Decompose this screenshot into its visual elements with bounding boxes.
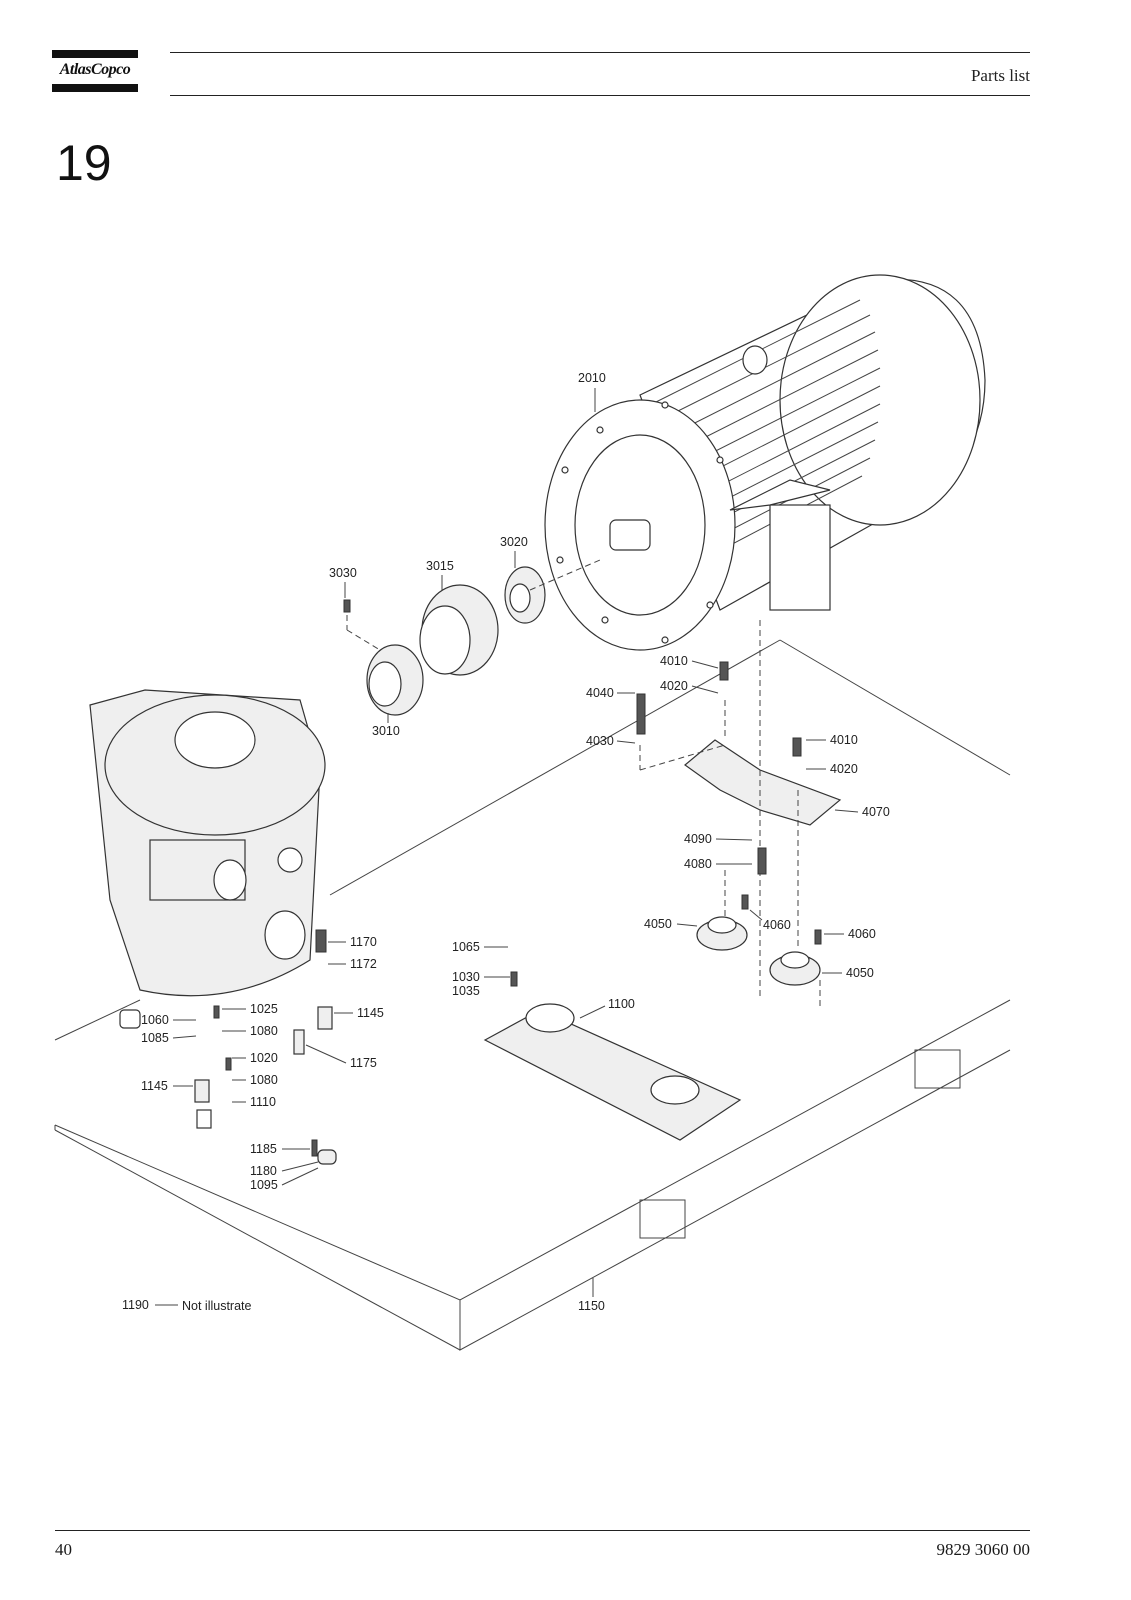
callout-1180: 1180 (250, 1164, 277, 1178)
callout-1080-b: 1080 (250, 1073, 278, 1087)
callout-2010: 2010 (578, 371, 606, 385)
callout-1085: 1085 (141, 1031, 169, 1045)
compressor-housing (89, 689, 326, 1029)
callout-labels: 2010 3020 3015 3030 3010 4010 4020 4040 … (122, 371, 890, 1313)
callout-1020: 1020 (250, 1051, 278, 1065)
header-rule-bottom (170, 95, 1030, 96)
callout-4010-b: 4010 (830, 733, 858, 747)
motor-support-bracket (639, 620, 842, 1010)
callout-1035: 1035 (452, 984, 480, 998)
callout-1100: 1100 (608, 997, 635, 1011)
callout-1185: 1185 (250, 1142, 277, 1156)
motor-2010 (544, 274, 986, 651)
callout-4060-a: 4060 (763, 918, 791, 932)
callout-4020-b: 4020 (830, 762, 858, 776)
callout-3020: 3020 (500, 535, 528, 549)
damper-bracket-1100 (483, 1003, 742, 1141)
hardware-leaders (194, 661, 822, 1165)
header-rule-top (170, 52, 1030, 53)
logo-bar-bottom (52, 84, 138, 92)
vibration-dampers (696, 916, 821, 986)
callout-4060-b: 4060 (848, 927, 876, 941)
callout-1060: 1060 (141, 1013, 169, 1027)
callout-1030: 1030 (452, 970, 480, 984)
callout-1145-b: 1145 (141, 1079, 168, 1093)
callout-3015: 3015 (426, 559, 454, 573)
callout-1170: 1170 (350, 935, 377, 949)
callout-1095: 1095 (250, 1178, 278, 1192)
callout-1065: 1065 (452, 940, 480, 954)
callout-3030: 3030 (329, 566, 357, 580)
callout-1110: 1110 (250, 1095, 276, 1109)
callout-4080: 4080 (684, 857, 712, 871)
callout-4010-a: 4010 (660, 654, 688, 668)
logo-bar-top (52, 50, 138, 58)
callout-4030: 4030 (586, 734, 614, 748)
callout-4040: 4040 (586, 686, 614, 700)
callout-3010: 3010 (372, 724, 400, 738)
page-number: 40 (55, 1540, 72, 1559)
page-title: Parts list (970, 66, 1030, 85)
section-number: 19 (56, 135, 112, 191)
callout-1150: 1150 (578, 1299, 605, 1313)
callout-1190: 1190 (122, 1298, 149, 1312)
callout-1175: 1175 (350, 1056, 377, 1070)
callout-1080-a: 1080 (250, 1024, 278, 1038)
callout-1190-note: Not illustrate (182, 1299, 252, 1313)
callout-1172: 1172 (350, 957, 377, 971)
callout-4050-a: 4050 (644, 917, 672, 931)
logo-wordmark: AtlasCopco (59, 61, 131, 78)
callout-1145-a: 1145 (357, 1006, 384, 1020)
callout-1025: 1025 (250, 1002, 278, 1016)
callout-4020-a: 4020 (660, 679, 688, 693)
atlas-copco-logo: AtlasCopco (52, 50, 138, 95)
coupling-parts (343, 559, 601, 716)
document-number: 9829 3060 00 (936, 1540, 1031, 1559)
callout-4070: 4070 (862, 805, 890, 819)
callout-4050-b: 4050 (846, 966, 874, 980)
callout-4090: 4090 (684, 832, 712, 846)
footer-rule (55, 1530, 1030, 1531)
